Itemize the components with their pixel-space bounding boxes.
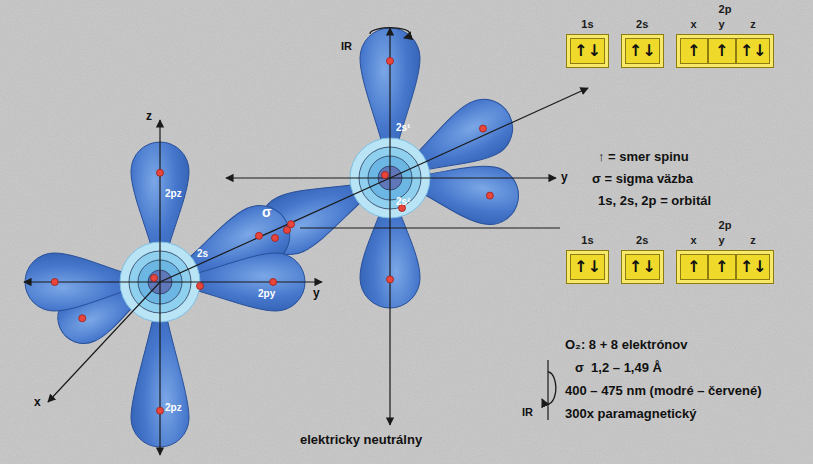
orbital-heading: z [750,18,756,30]
spin-arrows: ↑↓ [625,254,660,280]
property-note: σ 1,2 – 1,49 Å [575,361,662,376]
electron-dot [151,275,158,282]
orbital-label: 2s [197,248,208,260]
electron-dot [51,279,58,286]
caption-note: elektricky neutrálny [300,433,422,448]
orbital-box: x↑ [680,254,708,280]
orbital-label: 2py [258,288,275,300]
axis-label: y [561,171,568,185]
orbital-heading: 1s [581,18,593,30]
axis-line [389,28,390,425]
orbital-label: 2pz [165,188,182,200]
bond-label: σ [262,204,272,220]
spin-arrows: ↑ [680,38,708,64]
orbital-box: 1s↑↓ [566,34,609,68]
orbital-box: y↑ [708,38,736,64]
electron-dot [272,235,279,242]
spin-arrows: ↑↓ [570,38,605,64]
orbital-heading: z [750,234,756,246]
axis-line [24,281,322,282]
axes [24,28,588,455]
orbital-lobes [25,28,523,447]
orbital-box: 2s↑↓ [621,34,664,68]
electron-dot [486,192,493,199]
legend-note: ↑ = smer spinu [598,150,689,165]
orbital-box: y↑ [708,254,736,280]
property-note: 400 – 475 nm (modré – červené) [565,384,762,399]
electron-dot [284,227,291,234]
orbital-box: x↑ [680,38,708,64]
spin-arrows: ↑ [680,254,708,280]
axis-label: x [34,396,41,410]
axis-line [547,360,548,420]
orbital-heading: x [691,18,697,30]
electron-dot [157,169,164,176]
orbital-heading: 2p [719,3,732,15]
spin-arrows: ↑↓ [570,254,605,280]
electron-dot [157,407,164,414]
electron-dot [387,58,394,65]
spin-arrows: ↑↓ [736,38,771,64]
property-note: 300x paramagnetický [565,407,697,422]
orbital-label: 2s¹ [396,122,410,134]
electron-dot [479,125,486,132]
legend-note: σ = sigma väzba [592,172,693,187]
orbital-heading: x [691,234,697,246]
orbital-heading: y [719,18,725,30]
spin-arrows: ↑↓ [625,38,660,64]
spin-arrows: ↑ [708,254,736,280]
rotation-label: IR [522,406,533,419]
orbital-heading: y [719,234,725,246]
orbital-label: 2s² [396,196,410,208]
rotation-arrow [370,28,410,38]
spin-arrows: ↑ [708,38,736,64]
orbital-heading: 1s [581,234,593,246]
orbital-box: 2s↑↓ [621,250,664,284]
spin-arrows: ↑↓ [736,254,771,280]
orbital-group-box: 2px↑y↑z↑↓ [676,250,775,284]
rotation-label: IR [341,40,352,53]
axis-label: z [146,110,152,124]
legend-note: 1s, 2s, 2p = orbitál [598,194,711,209]
orbital-heading: 2s [636,234,648,246]
electron-dots [51,58,493,415]
electron-dot [387,276,394,283]
electron-dot [270,279,277,286]
orbital-box: z↑↓ [736,254,771,280]
orbital-group-box: 2px↑y↑z↑↓ [676,34,775,68]
orbital-box: z↑↓ [736,38,771,64]
property-note: O₂: 8 + 8 elektrónov [565,338,687,353]
electron-dot [382,172,389,179]
electron-dot [79,315,86,322]
axis-line [300,227,560,228]
orbital-label: 2pz [165,402,182,414]
x-axis-line [48,88,588,402]
orbital-heading: 2p [719,219,732,231]
rotation-arrow [542,372,556,404]
axis-label: y [313,287,320,301]
orbital-box: 1s↑↓ [566,250,609,284]
electron-dot [255,232,262,239]
electron-dot [197,283,204,290]
orbital-heading: 2s [636,18,648,30]
